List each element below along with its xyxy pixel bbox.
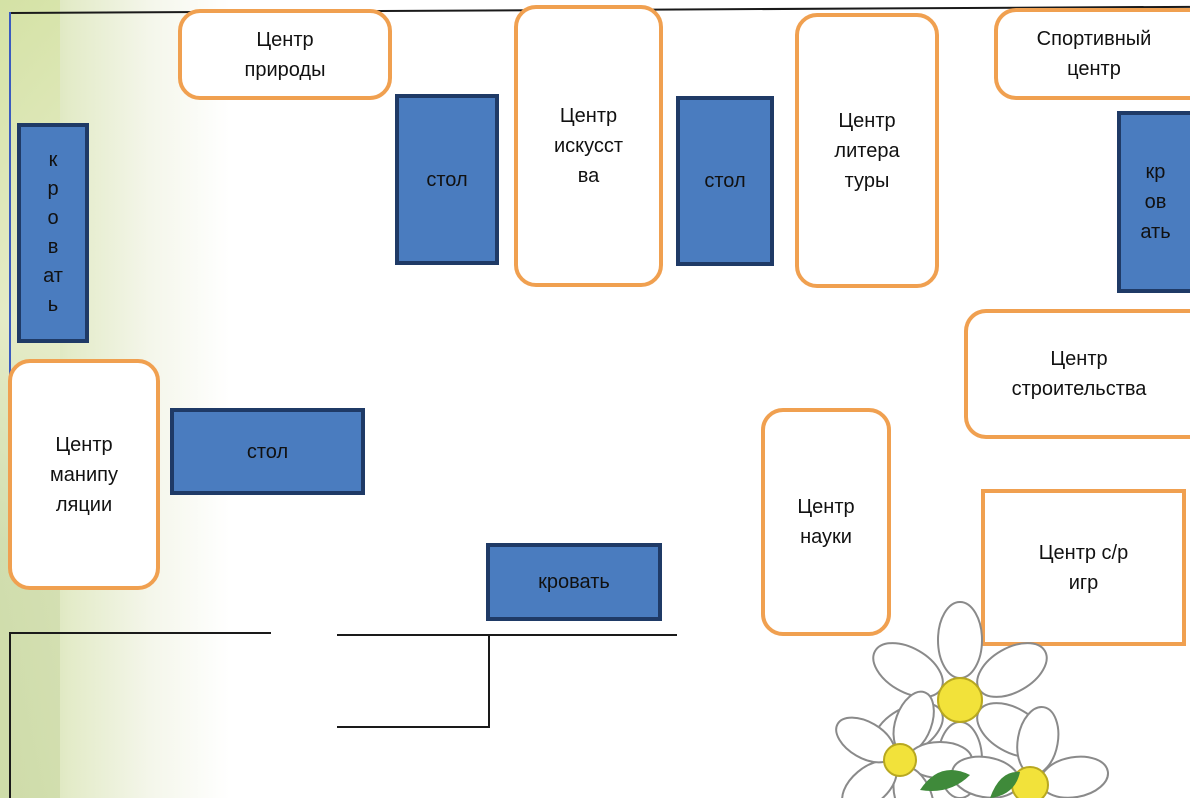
leaf-icon: [920, 770, 1020, 798]
table-1: стол: [395, 94, 499, 265]
art-center: Центр искусст ва: [514, 5, 663, 287]
bed-left-label: к р о в ат ь: [43, 149, 63, 316]
bed-bottom: кровать: [486, 543, 662, 621]
literature-center-label: Центр литера туры: [834, 109, 900, 192]
bottom-wall-left-segment: [9, 632, 271, 634]
science-center-label: Центр науки: [797, 496, 855, 548]
science-center: Центр науки: [761, 408, 891, 636]
table-3-label: стол: [246, 440, 289, 463]
bed-left: к р о в ат ь: [17, 123, 89, 343]
manipulation-center-label: Центр манипу ляции: [50, 433, 118, 516]
left-wall-line: [9, 12, 11, 422]
partition-vertical: [488, 634, 490, 728]
construction-center-label: Центр строительства: [1011, 348, 1147, 400]
sport-center-label: Спортивный центр: [1036, 28, 1152, 80]
art-center-label: Центр искусст ва: [553, 105, 624, 187]
table-3: стол: [170, 408, 365, 495]
bottom-wall-left-drop: [9, 632, 11, 798]
literature-center: Центр литера туры: [795, 13, 939, 288]
roleplay-center-label: Центр с/р игр: [1038, 541, 1129, 594]
nature-center: Центр природы: [178, 9, 392, 100]
bed-bottom-label: кровать: [538, 571, 610, 593]
partition-horizontal: [337, 726, 490, 728]
bed-right-label: кр ов ать: [1140, 161, 1171, 243]
bed-right: кр ов ать: [1117, 111, 1190, 293]
flower-2-icon: [835, 690, 973, 798]
nature-center-label: Центр природы: [244, 28, 326, 81]
construction-center: Центр строительства: [964, 309, 1190, 439]
table-2: стол: [676, 96, 774, 266]
bottom-wall-middle-segment: [337, 634, 677, 636]
roleplay-center: Центр с/р игр: [981, 489, 1186, 646]
table-1-label: стол: [426, 168, 468, 191]
flower-3-icon: [951, 706, 1109, 798]
manipulation-center: Центр манипу ляции: [8, 359, 160, 590]
sport-center: Спортивный центр: [994, 8, 1190, 100]
chamomile-flowers-decoration: [835, 601, 1109, 798]
table-2-label: стол: [704, 170, 746, 192]
